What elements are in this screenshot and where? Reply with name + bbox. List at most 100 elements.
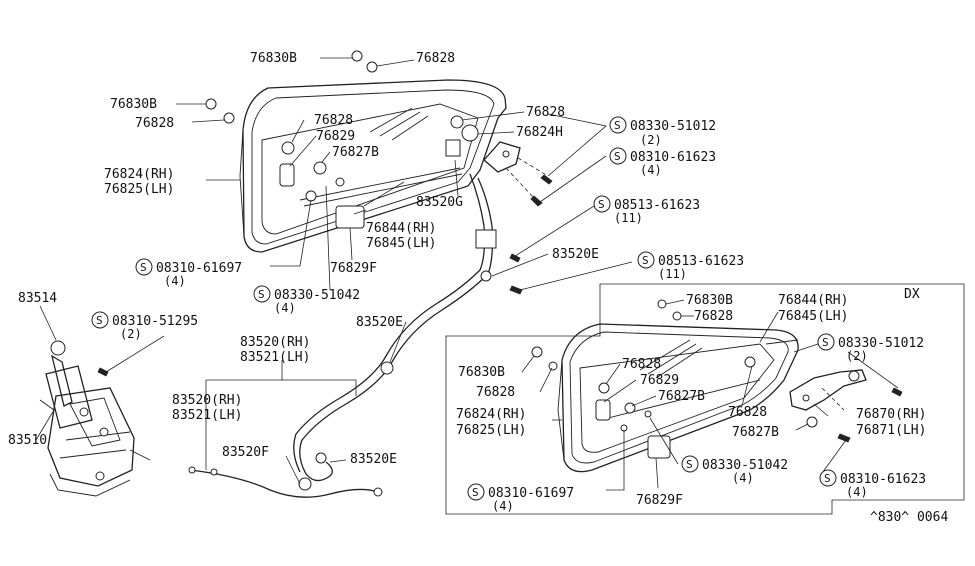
diagram-code: ^830^ 0064	[870, 510, 948, 525]
cable-clip-83520F	[298, 477, 312, 491]
screw-label-08330-51042: S 08330-51042 (4)	[253, 285, 360, 315]
svg-text:(4): (4)	[164, 274, 186, 288]
label-76828-left: 76828	[135, 116, 174, 131]
svg-text:(4): (4)	[732, 471, 754, 485]
label-76830B-left: 76830B	[110, 97, 157, 112]
clip-76828-b	[450, 115, 464, 129]
dx-label-76845LH: 76845(LH)	[778, 309, 848, 324]
main-screw-labels: S 08330-51012 (2) S 08310-61623 (4) S 08…	[91, 116, 744, 341]
dx-screw-label-08310-61697: S 08310-61697 (4)	[467, 483, 574, 513]
label-76829F: 76829F	[330, 261, 377, 276]
label-76828-top: 76828	[416, 51, 455, 66]
svg-text:08310-61697: 08310-61697	[156, 261, 242, 276]
label-83520F: 83520F	[222, 445, 269, 460]
main-fasteners	[205, 50, 479, 229]
label-83521LH-b: 83521(LH)	[172, 408, 242, 423]
dx-label-76830B-b: 76830B	[458, 365, 505, 380]
dx-label-76824RH: 76824(RH)	[456, 407, 526, 422]
latch-bracket	[483, 141, 553, 207]
svg-text:08310-61697: 08310-61697	[488, 486, 574, 501]
svg-text:S: S	[258, 288, 265, 301]
dx-screw-label-08330-51012: S 08330-51012 (2)	[817, 333, 924, 363]
label-76824RH: 76824(RH)	[104, 167, 174, 182]
dx-label-76844RH: 76844(RH)	[778, 293, 848, 308]
clip-83520G	[445, 139, 461, 157]
cable-clip-upper	[475, 229, 497, 249]
svg-text:S: S	[598, 198, 605, 211]
dx-labels: 76830B 76828 76844(RH) 76845(LH) 76830B …	[456, 293, 926, 508]
dx-label: DX	[904, 287, 920, 302]
label-83520G: 83520G	[416, 195, 463, 210]
svg-text:S: S	[824, 472, 831, 485]
svg-text:(4): (4)	[274, 301, 296, 315]
dx-label-76871LH: 76871(LH)	[856, 423, 926, 438]
main-leaders	[35, 57, 633, 485]
opener-lever-83510	[39, 340, 151, 497]
clip-76827B	[313, 161, 327, 175]
screw-label-08310-61623: S 08310-61623 (4)	[609, 147, 716, 177]
svg-text:08330-51042: 08330-51042	[274, 288, 360, 303]
svg-text:S: S	[822, 336, 829, 349]
dx-label-76828-a: 76828	[694, 309, 733, 324]
dx-screw-label-08330-51042: S 08330-51042 (4)	[681, 455, 788, 485]
label-83520E-a: 83520E	[552, 247, 599, 262]
svg-text:(2): (2)	[846, 349, 868, 363]
label-83520RH-b: 83520(RH)	[172, 393, 242, 408]
label-76824H: 76824H	[516, 125, 563, 140]
label-83520E-b: 83520E	[356, 315, 403, 330]
clip-76830B-left	[205, 98, 217, 110]
screw-label-08310-51295: S 08310-51295 (2)	[91, 311, 198, 341]
svg-text:08310-51295: 08310-51295	[112, 314, 198, 329]
dx-leaders	[521, 299, 899, 491]
dx-screw-labels: S 08330-51012 (2) S 08330-51042 (4) S 08…	[467, 333, 926, 513]
svg-text:S: S	[96, 314, 103, 327]
svg-text:(4): (4)	[640, 163, 662, 177]
dx-label-76830B-a: 76830B	[686, 293, 733, 308]
svg-text:S: S	[614, 150, 621, 163]
cover-76829F	[335, 205, 365, 229]
label-76830B-top: 76830B	[250, 51, 297, 66]
svg-text:S: S	[686, 458, 693, 471]
screw-label-08330-51012: S 08330-51012 (2)	[609, 116, 716, 147]
label-76827B: 76827B	[332, 145, 379, 160]
screw-label-08310-61697: S 08310-61697 (4)	[135, 258, 242, 288]
svg-text:08330-51012: 08330-51012	[838, 336, 924, 351]
label-83520RH-a: 83520(RH)	[240, 335, 310, 350]
main-screws	[97, 253, 523, 377]
svg-text:S: S	[642, 254, 649, 267]
label-76829: 76829	[316, 129, 355, 144]
dx-label-76829: 76829	[640, 373, 679, 388]
dx-label-76828-c: 76828	[622, 357, 661, 372]
label-83521LH-a: 83521(LH)	[240, 350, 310, 365]
label-76845LH: 76845(LH)	[366, 236, 436, 251]
clip-76828-a	[281, 141, 295, 155]
dx-label-76827B: 76827B	[658, 389, 705, 404]
main-labels: 76830B 76828 76830B 76828 76828 76829 76…	[8, 51, 599, 467]
svg-text:(4): (4)	[846, 485, 868, 499]
label-76844RH: 76844(RH)	[366, 221, 436, 236]
dx-label-76828-d: 76828	[728, 405, 767, 420]
svg-text:08310-61623: 08310-61623	[840, 472, 926, 487]
dx-label-76870RH: 76870(RH)	[856, 407, 926, 422]
screw-label-08513-61623-b: S 08513-61623 (11)	[637, 251, 744, 281]
knob-83514	[50, 340, 66, 356]
dx-label-76827B-b: 76827B	[732, 425, 779, 440]
svg-text:08513-61623: 08513-61623	[614, 198, 700, 213]
svg-text:(11): (11)	[614, 211, 643, 225]
dx-label-76829F: 76829F	[636, 493, 683, 508]
svg-text:08310-61623: 08310-61623	[630, 150, 716, 165]
release-cable	[188, 173, 497, 498]
svg-text:S: S	[472, 486, 479, 499]
label-83510: 83510	[8, 433, 47, 448]
svg-text:08513-61623: 08513-61623	[658, 254, 744, 269]
screw-label-08513-61623-a: S 08513-61623 (11)	[593, 195, 700, 225]
svg-text:(4): (4)	[492, 499, 514, 513]
dx-label-76828-b: 76828	[476, 385, 515, 400]
svg-text:(2): (2)	[640, 133, 662, 147]
dx-window-assembly	[557, 323, 799, 473]
hinge-76829	[279, 163, 295, 187]
svg-text:(11): (11)	[658, 267, 687, 281]
clip-76830B-top	[351, 50, 363, 62]
dx-latch-76870	[789, 369, 903, 443]
